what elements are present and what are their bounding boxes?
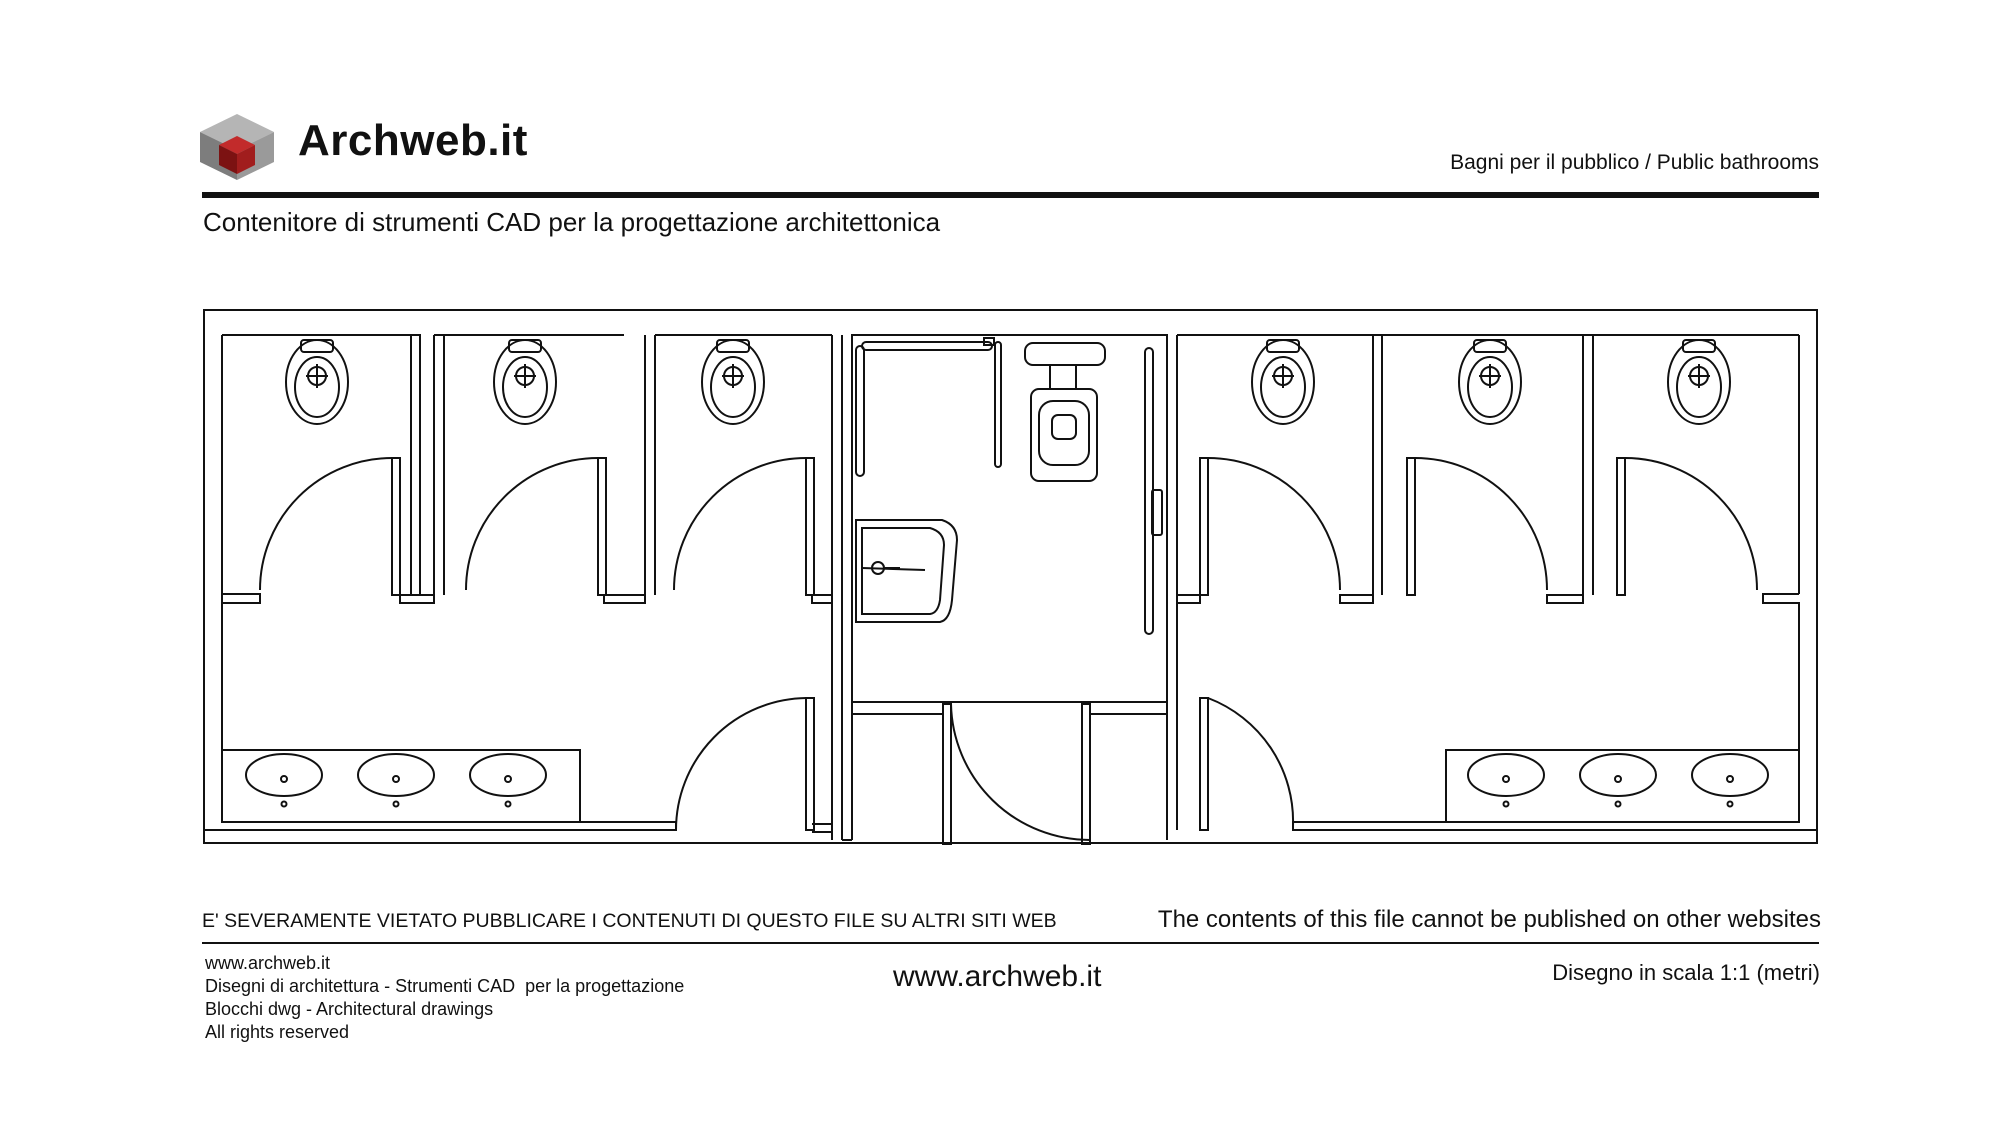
footer-line: Blocchi dwg - Architectural drawings (205, 999, 494, 1019)
footer-website-link[interactable]: www.archweb.it (893, 960, 1102, 993)
copyright-notice-italian: E' SEVERAMENTE VIETATO PUBBLICARE I CONT… (202, 910, 1057, 932)
footer-line: All rights reserved (205, 1022, 350, 1042)
outer-wall (203, 309, 1818, 844)
footer-rule (202, 942, 1819, 944)
accessible-room (851, 334, 1168, 703)
footer-credits: www.archweb.it Disegni di architettura -… (205, 952, 684, 1044)
drawing-subject: Bagni per il pubblico / Public bathrooms (1450, 151, 1819, 174)
copyright-notice-english: The contents of this file cannot be publ… (1157, 906, 1821, 933)
footer-line: www.archweb.it (205, 953, 331, 973)
floor-plan-drawing (200, 300, 1825, 855)
header-rule (202, 192, 1819, 198)
brand-title: Archweb.it (298, 116, 528, 165)
archweb-logo-icon (200, 114, 274, 180)
tagline: Contenitore di strumenti CAD per la prog… (203, 207, 941, 237)
footer-line: Disegni di architettura - Strumenti CAD … (205, 976, 685, 996)
drawing-scale-note: Disegno in scala 1:1 (metri) (1552, 960, 1820, 985)
